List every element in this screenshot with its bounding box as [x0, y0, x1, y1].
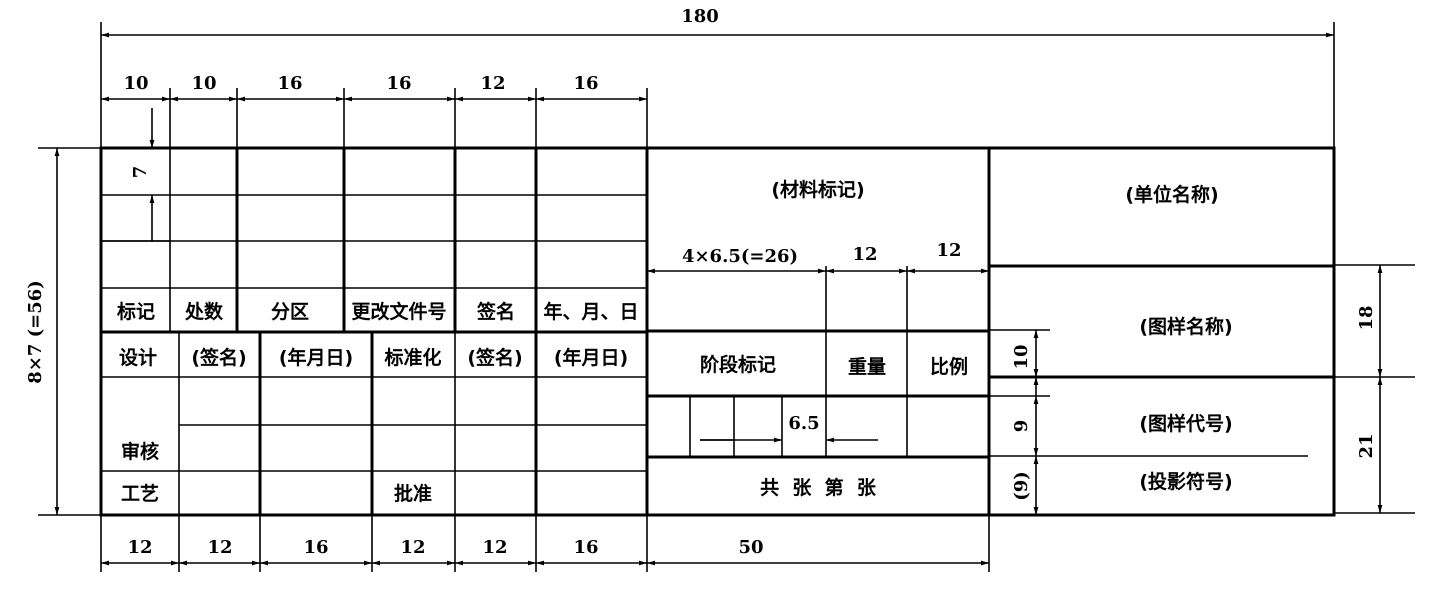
- dim-label: 180: [681, 6, 719, 27]
- dim-label: 10: [1011, 344, 1032, 369]
- header-zone: 分区: [271, 301, 309, 323]
- dim-label: 12: [480, 73, 505, 94]
- label-process: 工艺: [121, 483, 159, 505]
- dim-label: 18: [1356, 305, 1377, 330]
- label-design: 设计: [119, 347, 157, 369]
- dim-label: 10: [191, 73, 216, 94]
- header-mark: 标记: [117, 301, 155, 323]
- dim-label: 12: [936, 240, 961, 261]
- dim-label: 10: [123, 73, 148, 94]
- label-signature: (签名): [467, 346, 522, 369]
- label-approve: 批准: [394, 483, 432, 505]
- dim-label: 16: [277, 73, 302, 94]
- drawing-code: (图样代号): [1139, 412, 1232, 435]
- projection-symbol: (投影符号): [1139, 470, 1232, 493]
- dim-label: 12: [852, 244, 877, 265]
- header-date: 年、月、日: [543, 300, 638, 323]
- material-mark: (材料标记): [771, 178, 864, 201]
- right-height-dimensions: 18 21: [1334, 264, 1415, 514]
- dim-label: 12: [482, 537, 507, 558]
- signature-area: 设计 (签名) (年月日) 标准化 (签名) (年月日) 审核 工艺 批准: [101, 332, 647, 515]
- bottom-column-dimensions: 12 12 16 12 12 16 50: [100, 515, 990, 572]
- dim-label: 16: [386, 73, 411, 94]
- unit-name: (单位名称): [1125, 183, 1218, 206]
- dim-label: 7: [130, 166, 151, 179]
- sheet-count: 共 张 第 张: [760, 476, 877, 499]
- label-signature: (签名): [191, 346, 246, 369]
- row-height-dimension: 7: [101, 108, 170, 242]
- label-date: (年月日): [554, 346, 628, 369]
- drawing-info-area: 10 9 (9) (单位名称) (图样名称) (图样代号) (投影符号): [989, 183, 1334, 515]
- header-count: 处数: [184, 300, 224, 323]
- dim-label: 50: [738, 537, 763, 558]
- dim-label: 9: [1011, 420, 1032, 433]
- top-column-dimensions: 10 10 16 16 12 16: [101, 73, 648, 148]
- label-standardization: 标准化: [384, 346, 441, 369]
- label-review: 审核: [121, 440, 159, 463]
- weight: 重量: [848, 356, 886, 378]
- dim-label: 8×7 (=56): [25, 280, 46, 384]
- stage-mark: 阶段标记: [700, 353, 776, 376]
- dim-label: 21: [1356, 433, 1377, 458]
- dim-label: 6.5: [788, 413, 819, 434]
- revision-area: 标记 处数 分区 更改文件号 签名 年、月、日: [101, 148, 649, 515]
- header-change-doc: 更改文件号: [351, 300, 446, 323]
- scale: 比例: [930, 355, 968, 378]
- dim-label: 12: [400, 537, 425, 558]
- dim-label: (9): [1011, 471, 1032, 501]
- overall-width-dimension: 180: [100, 6, 1335, 148]
- header-signature: 签名: [476, 300, 515, 323]
- drawing-name: (图样名称): [1139, 315, 1232, 338]
- label-date: (年月日): [279, 346, 353, 369]
- dim-label: 16: [573, 73, 598, 94]
- dim-label: 12: [127, 537, 152, 558]
- dim-label: 16: [573, 537, 598, 558]
- dim-label: 16: [303, 537, 328, 558]
- dim-label: 4×6.5(=26): [682, 246, 798, 267]
- dim-label: 12: [207, 537, 232, 558]
- material-stage-area: (材料标记) 4×6.5(=26) 12 12 阶段标记 重量 比例 6.5 共…: [647, 148, 991, 515]
- overall-height-dimension: 8×7 (=56): [25, 147, 101, 516]
